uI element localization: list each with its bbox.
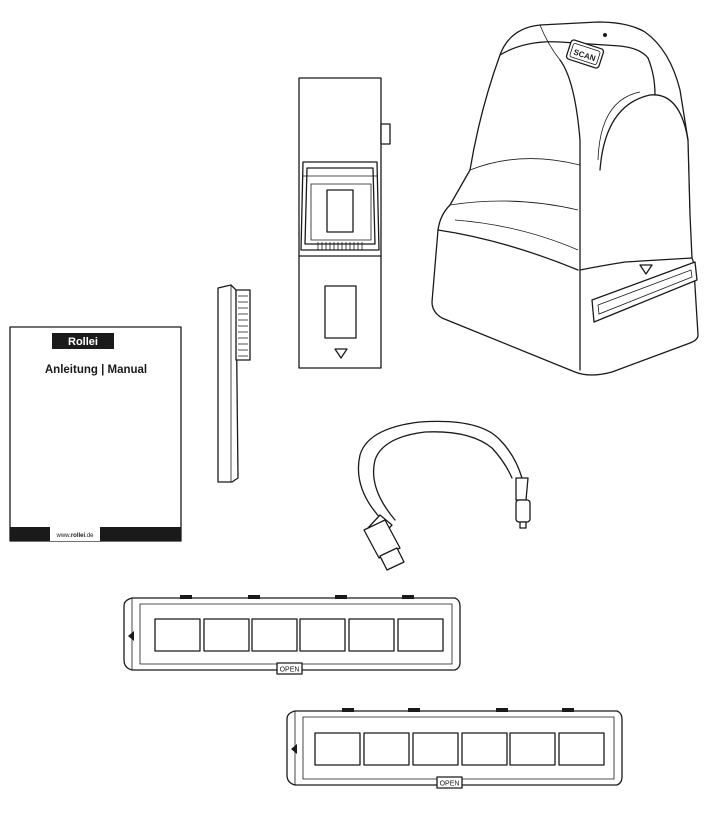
manual-title: Anleitung | Manual [45, 364, 147, 376]
usb-cable [357, 420, 531, 571]
open-label-box [276, 662, 303, 675]
open-label: OPEN [280, 667, 300, 674]
manual-url: www.rollei.de [55, 533, 94, 539]
film-adapter [298, 77, 391, 369]
power-led [603, 33, 607, 37]
manual-brand: Rollei [68, 336, 98, 348]
insert-arrow-icon [334, 348, 348, 359]
scan-button: SCAN [565, 39, 605, 69]
film-slot [591, 261, 698, 323]
usb-c-plug [515, 499, 531, 523]
manual-booklet: Rollei Anleitung | Manual www.rollei.de [9, 326, 182, 542]
cleaning-brush [217, 284, 251, 483]
film-strip-holder-top: OPEN [123, 595, 461, 675]
insert-arrow-icon [639, 264, 653, 275]
rollei-logo-badge [52, 333, 114, 349]
open-label-box [436, 776, 463, 789]
film-strip-holder-bottom: OPEN [286, 708, 623, 789]
open-label: OPEN [440, 781, 460, 788]
film-scanner: SCAN [431, 21, 699, 376]
usb-a-plug [363, 519, 401, 559]
